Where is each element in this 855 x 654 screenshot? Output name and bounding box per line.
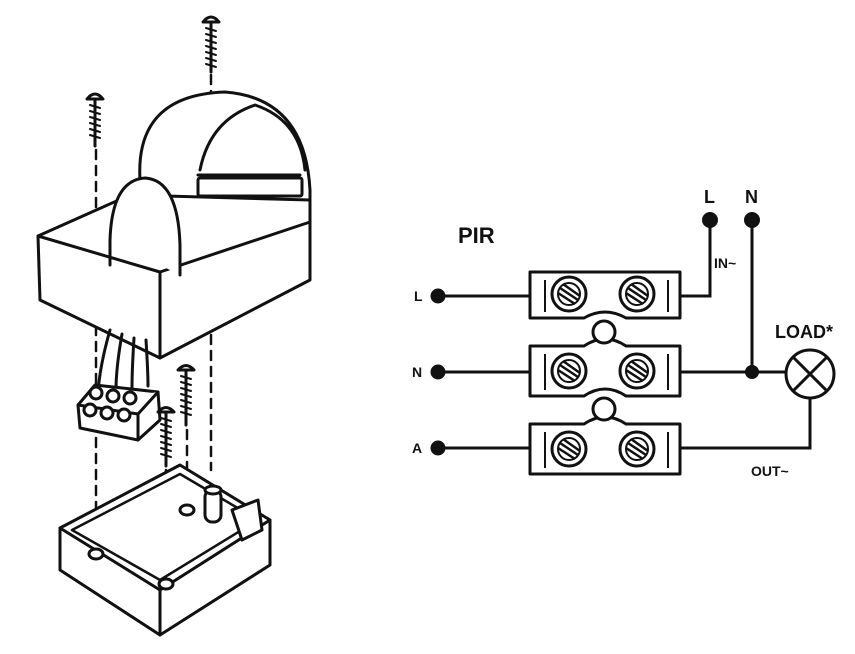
wire-line-in [680, 222, 712, 298]
connector-block-icon [76, 383, 162, 442]
terminal-screw-icon [618, 275, 656, 313]
wire-output [680, 398, 812, 450]
left-wires [430, 288, 530, 456]
wiring-schematic: PIR [412, 187, 836, 479]
terminal-label-n: N [412, 364, 422, 380]
terminal-label-l: L [414, 288, 423, 304]
terminal-screw-icon [550, 275, 588, 313]
screw-icon [201, 15, 221, 74]
lamp-icon [784, 348, 836, 400]
terminal-screw-icon [550, 430, 588, 468]
terminal-label-a: A [412, 440, 422, 456]
sensor-base [36, 176, 312, 360]
terminal-screw-icon [618, 352, 656, 390]
sensor-assembly [36, 15, 312, 637]
terminal-dot [430, 364, 446, 380]
supply-wires [680, 222, 812, 450]
supply-dot-n [744, 212, 760, 228]
pir-title: PIR [458, 223, 495, 248]
output-label: OUT~ [751, 463, 789, 479]
terminal-dot [430, 288, 446, 304]
terminal-hole [591, 319, 617, 345]
screw-icon [85, 92, 105, 148]
screw-icon [176, 364, 196, 427]
supply-label-l: L [704, 187, 715, 207]
terminal-screws [550, 275, 656, 468]
supply-label-n: N [745, 187, 758, 207]
terminal-screw-icon [550, 352, 588, 390]
screw-icon [156, 406, 176, 468]
mounting-box [58, 463, 272, 637]
supply-dot-l [702, 212, 718, 228]
terminal-dot [430, 440, 446, 456]
input-label: IN~ [714, 255, 736, 271]
load-label: LOAD* [775, 322, 833, 342]
terminal-hole [591, 396, 617, 422]
terminal-screw-icon [618, 430, 656, 468]
junction-dot [745, 365, 759, 379]
